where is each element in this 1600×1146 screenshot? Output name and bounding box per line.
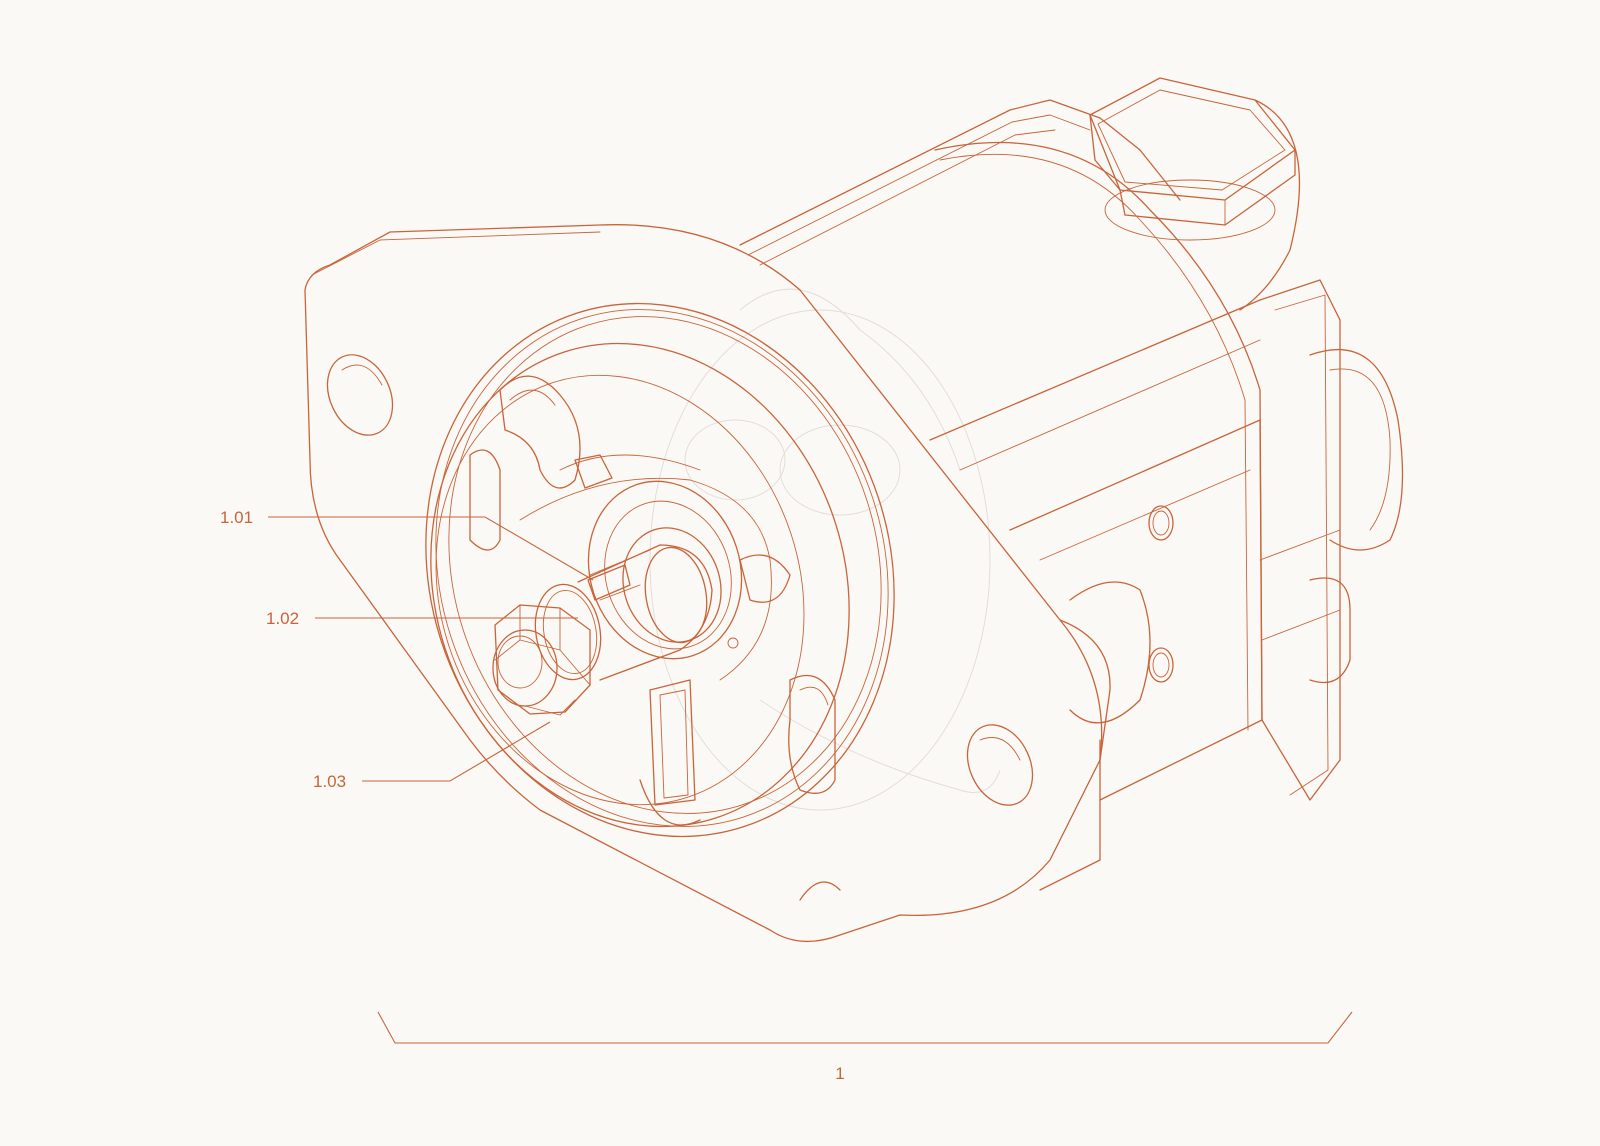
callout-label-1-01: 1.01 xyxy=(220,508,253,527)
pump-housing xyxy=(739,99,1404,891)
callout-1-01: 1.01 xyxy=(220,508,594,581)
assembly-bracket: 1 xyxy=(377,1011,1353,1083)
drive-shaft xyxy=(577,544,713,681)
hex-plug xyxy=(1089,77,1301,311)
bearing-bore xyxy=(587,480,743,660)
callout-1-03: 1.03 xyxy=(313,721,551,791)
callout-1-02: 1.02 xyxy=(266,609,578,628)
pilot-ring xyxy=(425,302,895,838)
shaft-nut xyxy=(492,583,602,716)
mounting-flange xyxy=(304,224,1111,943)
assembly-label: 1 xyxy=(835,1064,844,1083)
callout-label-1-02: 1.02 xyxy=(266,609,299,628)
callout-label-1-03: 1.03 xyxy=(313,772,346,791)
ghost-watermark xyxy=(649,288,1001,811)
face-cutouts xyxy=(469,375,836,826)
